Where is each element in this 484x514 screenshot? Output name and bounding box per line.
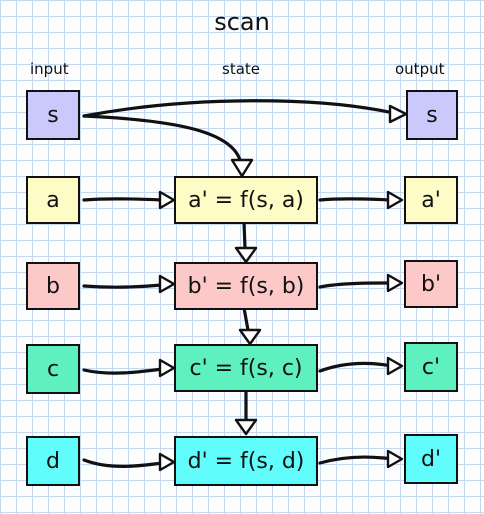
input-column-label: input <box>30 60 69 78</box>
state-label-b: b' = f(s, b) <box>187 273 305 299</box>
input-label-b: b <box>46 273 60 299</box>
output-box-d: d' <box>404 434 458 484</box>
arrowhead-carry-output <box>388 104 408 124</box>
output-column-label: output <box>395 60 445 78</box>
state-box-b: b' = f(s, b) <box>174 262 318 310</box>
arrowhead-output-a <box>386 190 404 210</box>
state-label-d: d' = f(s, d) <box>187 448 305 474</box>
state-column-label: state <box>222 60 260 78</box>
arrowhead-output-b <box>386 273 404 293</box>
state-box-a: a' = f(s, a) <box>174 176 318 224</box>
arrowhead-input-d <box>158 452 176 472</box>
arrow-output-b <box>318 281 394 289</box>
arrowhead-output-d <box>386 449 404 469</box>
carry-output-box: s <box>406 90 458 140</box>
arrow-output-c <box>318 361 394 373</box>
input-box-b: b <box>26 262 80 310</box>
input-label-d: d <box>46 448 60 474</box>
input-box-a: a <box>26 176 80 224</box>
arrowhead-state-b <box>234 246 258 264</box>
carry-output-label: s <box>426 102 438 128</box>
carry-input-label: s <box>47 102 59 128</box>
output-box-c: c' <box>404 342 458 392</box>
output-label-a: a' <box>421 187 441 213</box>
output-label-c: c' <box>421 354 441 380</box>
arrow-input-b <box>82 283 164 289</box>
arrow-output-a <box>318 197 394 202</box>
arrowhead-state-a <box>230 158 254 178</box>
arrow-state-a-to-b <box>242 220 247 250</box>
state-box-c: c' = f(s, c) <box>174 344 318 392</box>
arrow-input-a <box>82 197 164 202</box>
arrowhead-state-c <box>238 328 262 346</box>
arrowhead-input-a <box>158 190 176 210</box>
arrowhead-input-c <box>158 358 176 378</box>
output-label-d: d' <box>420 446 441 472</box>
arrow-carry-to-state-a <box>82 114 242 162</box>
carry-input-box: s <box>26 90 80 140</box>
input-label-a: a <box>46 187 60 213</box>
input-label-c: c <box>46 356 60 382</box>
state-label-c: c' = f(s, c) <box>189 355 303 381</box>
arrowhead-input-b <box>158 274 176 294</box>
arrow-input-d <box>82 458 164 468</box>
state-label-a: a' = f(s, a) <box>188 187 304 213</box>
arrow-carry-to-output <box>82 99 400 118</box>
diagram-title: scan <box>214 8 270 36</box>
input-box-d: d <box>26 436 80 486</box>
arrowhead-state-d <box>234 418 258 436</box>
arrowhead-output-c <box>386 356 404 376</box>
output-box-a: a' <box>404 176 458 224</box>
arrow-state-b-to-c <box>242 306 250 332</box>
arrow-output-d <box>318 455 394 465</box>
input-box-c: c <box>26 344 80 394</box>
state-box-d: d' = f(s, d) <box>174 436 318 486</box>
arrow-input-c <box>82 367 164 375</box>
output-label-b: b' <box>420 271 441 297</box>
output-box-b: b' <box>404 260 458 308</box>
